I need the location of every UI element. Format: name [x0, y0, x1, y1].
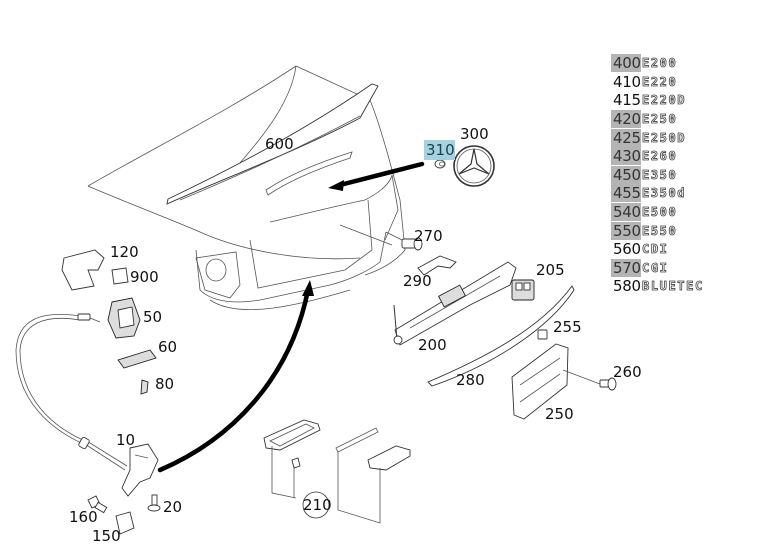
callout-50: 50 [143, 308, 162, 326]
legend-part-number: 550 [611, 221, 641, 240]
legend-badge-text: E500 [642, 205, 678, 220]
callout-270: 270 [414, 227, 443, 245]
star-emblem-300 [453, 145, 495, 187]
callout-60: 60 [158, 338, 177, 356]
switch-60 [117, 349, 157, 369]
legend-badge-text: CDI [642, 242, 669, 257]
switch-205 [511, 279, 535, 301]
trunk-lid [87, 65, 406, 310]
seal-900 [111, 267, 129, 285]
legend-part-number: 580 [613, 277, 641, 296]
callout-200: 200 [418, 336, 447, 354]
clip-150 [115, 511, 135, 535]
legend-part-number: 430 [611, 147, 641, 166]
callout-150: 150 [92, 527, 121, 545]
legend-badge-text: E220D [642, 93, 687, 108]
callout-120: 120 [110, 243, 139, 261]
legend-part-number: 425 [611, 128, 641, 147]
legend-badge-text: E250D [642, 130, 687, 145]
clip-255 [537, 329, 548, 340]
callout-205: 205 [536, 261, 565, 279]
nut-310 [434, 159, 446, 169]
screw-260 [599, 377, 617, 391]
arrow-head-lid [302, 280, 314, 296]
legend-part-number: 420 [611, 110, 641, 129]
callout-290: 290 [403, 272, 432, 290]
latch-10 [121, 443, 159, 497]
legend-part-number: 570 [611, 258, 641, 277]
bolt-270 [385, 231, 423, 251]
seal-group-210 [263, 419, 411, 524]
legend-badge-text: E200 [642, 56, 678, 71]
callout-280: 280 [456, 371, 485, 389]
screw-20 [147, 494, 161, 512]
callout-10: 10 [116, 431, 135, 449]
callout-310: 310 [426, 141, 455, 159]
callout-160: 160 [69, 508, 98, 526]
lock-50 [107, 297, 141, 339]
legend-part-number: 415 [613, 91, 641, 110]
arrow-head-emblem [328, 180, 344, 191]
legend-badge-text: E550 [642, 223, 678, 238]
legend-part-number: 400 [611, 54, 641, 73]
plate-bracket-250 [511, 343, 601, 420]
release-cable [15, 313, 128, 471]
cover-120 [61, 249, 105, 291]
handle-assembly-200 [393, 261, 517, 346]
callout-20: 20 [163, 498, 182, 516]
callout-210: 210 [303, 496, 332, 514]
legend-badge-text: CGI [642, 260, 669, 275]
legend-badge-text: E260 [642, 149, 678, 164]
callout-250: 250 [545, 405, 574, 423]
spoiler-600 [166, 83, 379, 205]
callout-255: 255 [553, 318, 582, 336]
callout-310-highlight: 310 [424, 140, 455, 160]
callout-80: 80 [155, 375, 174, 393]
legend-part-number: 450 [611, 165, 641, 184]
legend-part-number: 455 [611, 184, 641, 203]
legend-part-number: 560 [613, 240, 641, 259]
screw-160 [87, 495, 108, 514]
legend-part-number: 410 [613, 72, 641, 91]
callout-600: 600 [265, 135, 294, 153]
callout-300: 300 [460, 125, 489, 143]
callout-260: 260 [613, 363, 642, 381]
legend-badge-text: E220 [642, 74, 678, 89]
arrow-to-lid [157, 287, 311, 473]
legend-badge-text: E350d [642, 186, 687, 201]
callout-900: 900 [130, 268, 159, 286]
legend-badge-text: E350 [642, 167, 678, 182]
arrow-to-emblem [337, 161, 425, 188]
bracket-290 [417, 255, 457, 276]
legend-part-number: 540 [611, 203, 641, 222]
trim-strip-280 [427, 285, 575, 387]
legend-badge-text: E250 [642, 112, 678, 127]
legend-badge-text: BLUETEC [642, 279, 704, 294]
part-80 [140, 379, 149, 395]
